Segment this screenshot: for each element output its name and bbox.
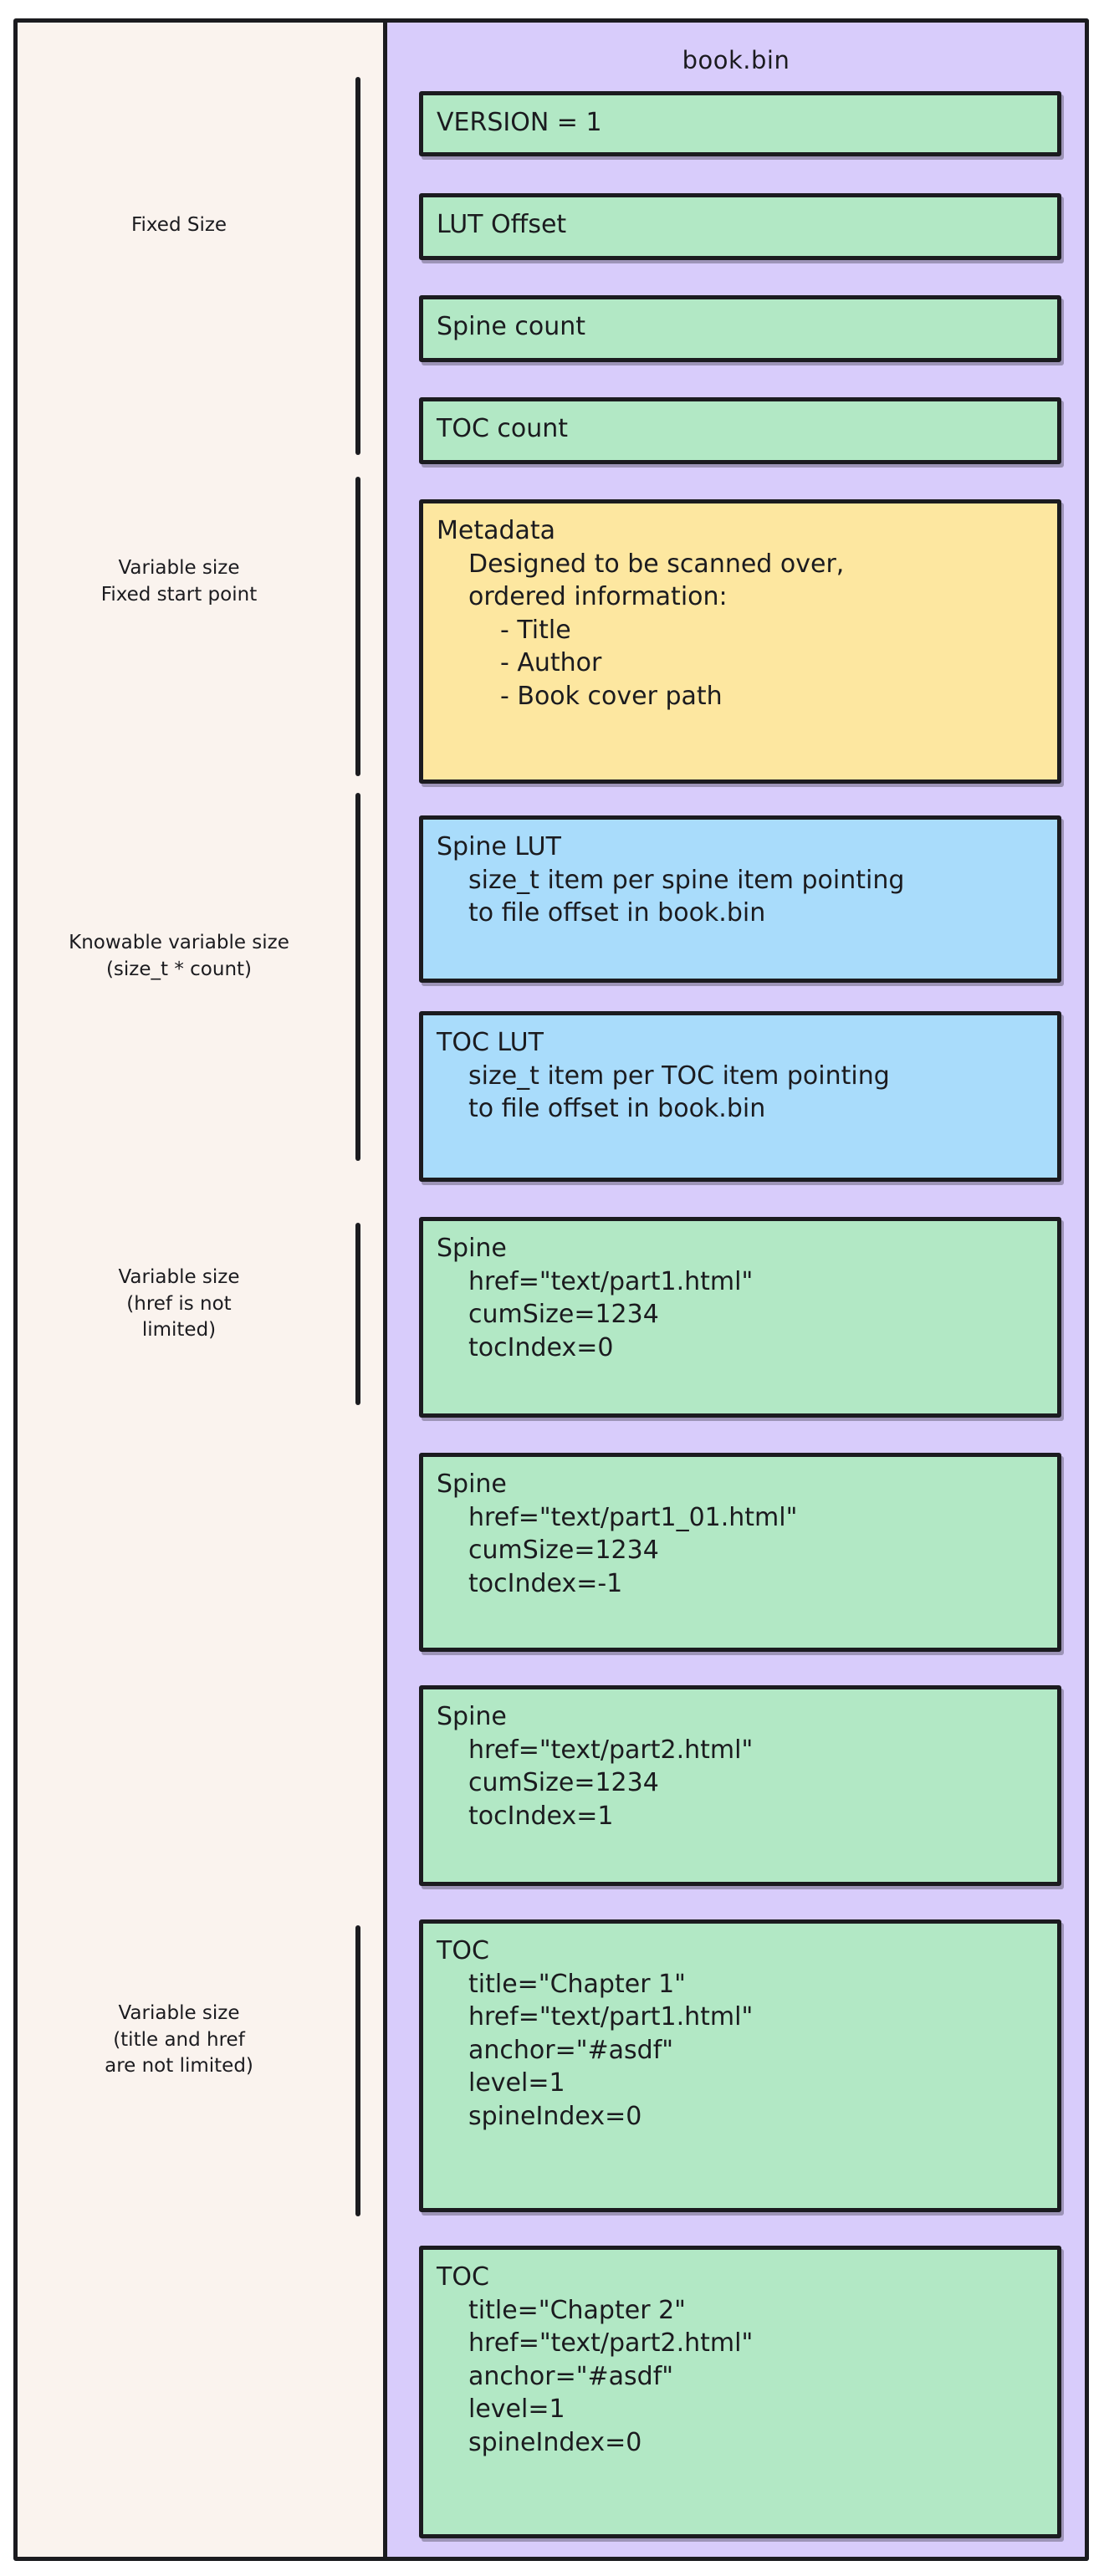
block-line: Designed to be scanned over, bbox=[468, 549, 845, 579]
block-spine-count: Spine count bbox=[419, 295, 1061, 362]
block-line: cumSize=1234 bbox=[468, 1536, 659, 1566]
block-spine-lut: Spine LUT size_t item per spine item poi… bbox=[419, 815, 1061, 983]
block-toc-1: TOC title="Chapter 1" href="text/part1.h… bbox=[419, 1919, 1061, 2212]
block-line: title="Chapter 1" bbox=[468, 1969, 686, 1999]
block-line: TOC bbox=[437, 2262, 489, 2292]
bracket-variable-size-title-href bbox=[355, 1925, 360, 2216]
group-label-line: are not limited) bbox=[105, 2055, 253, 2078]
block-line: Spine bbox=[437, 1469, 507, 1499]
group-label-line: Variable size bbox=[118, 1266, 240, 1288]
block-line: level=1 bbox=[468, 2395, 565, 2425]
group-label-variable-size-title-href: Variable size (title and href are not li… bbox=[12, 2001, 346, 2080]
block-line: spineIndex=0 bbox=[468, 2101, 642, 2131]
group-label-line: Fixed Size bbox=[130, 214, 227, 236]
bracket-variable-size-href bbox=[355, 1223, 360, 1405]
block-line: TOC bbox=[437, 1936, 489, 1965]
block-line: href="text/part2.html" bbox=[468, 2328, 754, 2359]
block-line: tocIndex=-1 bbox=[468, 1568, 623, 1598]
block-version: VERSION = 1 bbox=[419, 91, 1061, 156]
block-line: spineIndex=0 bbox=[468, 2427, 642, 2457]
block-line: to file offset in book.bin bbox=[468, 1094, 766, 1124]
group-label-line: Variable size bbox=[118, 2002, 240, 2024]
block-line: Spine count bbox=[437, 312, 586, 341]
group-label-knowable-variable-size: Knowable variable size (size_t * count) bbox=[12, 930, 346, 983]
block-line: - Author bbox=[500, 648, 602, 678]
group-label-line: (title and href bbox=[113, 2028, 245, 2051]
block-lut-offset: LUT Offset bbox=[419, 193, 1061, 260]
group-label-variable-size-fixed-start: Variable size Fixed start point bbox=[12, 555, 346, 608]
block-line: href="text/part2.html" bbox=[468, 1735, 754, 1765]
group-label-line: (href is not bbox=[126, 1292, 232, 1315]
block-line: level=1 bbox=[468, 2068, 565, 2098]
file-column: book.bin VERSION = 1 LUT Offset Spine co… bbox=[383, 18, 1089, 2561]
block-line: LUT Offset bbox=[437, 210, 567, 239]
block-line: cumSize=1234 bbox=[468, 1300, 659, 1330]
block-line: tocIndex=1 bbox=[468, 1801, 614, 1831]
block-line: - Book cover path bbox=[500, 681, 723, 711]
group-label-fixed-size: Fixed Size bbox=[12, 212, 346, 239]
bracket-variable-size-fixed-start bbox=[355, 477, 360, 776]
block-line: href="text/part1.html" bbox=[468, 2002, 754, 2032]
block-line: TOC LUT bbox=[437, 1028, 544, 1057]
block-line: title="Chapter 2" bbox=[468, 2295, 686, 2325]
block-line: cumSize=1234 bbox=[468, 1768, 659, 1798]
block-spine-1: Spine href="text/part1.html" cumSize=123… bbox=[419, 1217, 1061, 1418]
block-line: href="text/part1.html" bbox=[468, 1266, 754, 1296]
block-line: TOC count bbox=[437, 414, 569, 443]
group-label-line: Fixed start point bbox=[100, 583, 258, 606]
file-title: book.bin bbox=[682, 46, 790, 74]
group-label-variable-size-href: Variable size (href is not limited) bbox=[12, 1265, 346, 1344]
block-toc-lut: TOC LUT size_t item per TOC item pointin… bbox=[419, 1011, 1061, 1182]
block-line: tocIndex=0 bbox=[468, 1332, 614, 1362]
block-line: Metadata bbox=[437, 516, 556, 545]
group-label-line: Variable size bbox=[118, 557, 240, 579]
block-line: to file offset in book.bin bbox=[468, 898, 766, 928]
block-line: anchor="#asdf" bbox=[468, 2361, 674, 2391]
block-line: size_t item per TOC item pointing bbox=[468, 1061, 890, 1091]
bracket-knowable-variable-size bbox=[355, 793, 360, 1161]
group-label-line: Knowable variable size bbox=[69, 932, 289, 953]
block-toc-count: TOC count bbox=[419, 397, 1061, 464]
block-line: size_t item per spine item pointing bbox=[468, 865, 905, 895]
bracket-fixed-size bbox=[355, 77, 360, 455]
block-line: ordered information: bbox=[468, 582, 728, 612]
group-label-line: (size_t * count) bbox=[105, 958, 253, 980]
block-line: anchor="#asdf" bbox=[468, 2035, 674, 2065]
block-line: href="text/part1_01.html" bbox=[468, 1502, 798, 1532]
block-line: Spine LUT bbox=[437, 832, 561, 861]
group-label-line: limited) bbox=[141, 1319, 217, 1342]
block-toc-2: TOC title="Chapter 2" href="text/part2.h… bbox=[419, 2246, 1061, 2538]
block-metadata: Metadata Designed to be scanned over, or… bbox=[419, 499, 1061, 784]
block-line: Spine bbox=[437, 1234, 507, 1263]
block-spine-3: Spine href="text/part2.html" cumSize=123… bbox=[419, 1685, 1061, 1886]
block-line: - Title bbox=[500, 615, 571, 645]
block-line: Spine bbox=[437, 1702, 507, 1731]
block-spine-2: Spine href="text/part1_01.html" cumSize=… bbox=[419, 1453, 1061, 1652]
block-line: VERSION = 1 bbox=[437, 108, 602, 137]
